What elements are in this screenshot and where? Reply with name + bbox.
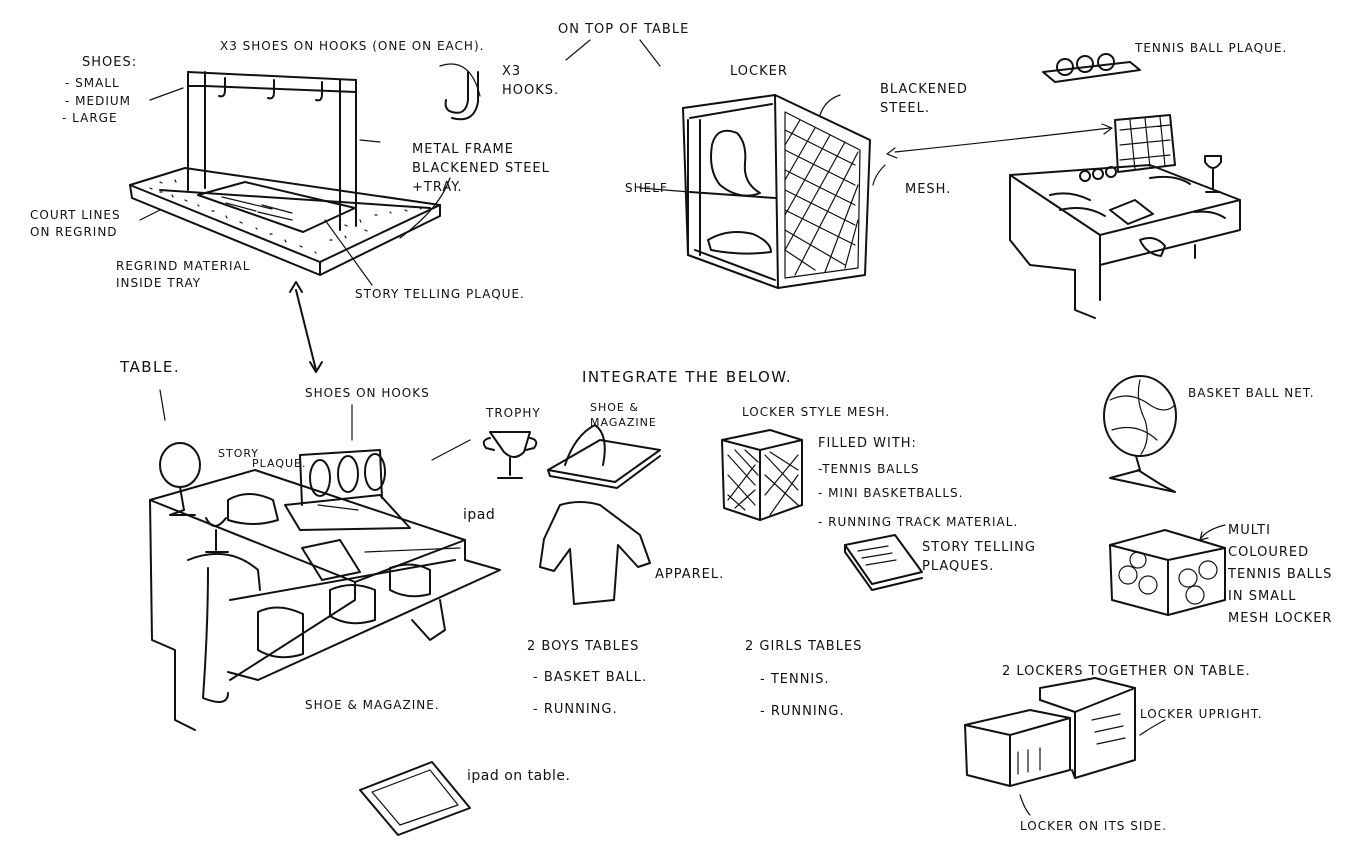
table-perspective-sketch bbox=[1009, 114, 1241, 319]
girls-tennis: - TENNIS. bbox=[760, 672, 830, 687]
shoe-magazine-item: SHOE & MAGAZINE bbox=[590, 401, 657, 429]
shoes-on-hooks: SHOES ON HOOKS bbox=[305, 386, 430, 400]
tennis-ball-plaque-sketch bbox=[1042, 53, 1141, 83]
basketball-net-label: BASKET BALL NET. bbox=[1188, 386, 1315, 400]
x3-shoes-on-hooks: X3 SHOES ON HOOKS (ONE ON EACH). bbox=[220, 39, 485, 53]
girls-tables: 2 GIRLS TABLES bbox=[745, 639, 863, 654]
mesh-locker-sketch bbox=[721, 429, 803, 521]
link-arrow bbox=[289, 281, 323, 373]
apparel-label: APPAREL. bbox=[655, 567, 725, 582]
story-plaque-line1: STORY bbox=[218, 447, 260, 460]
on-top-arrows bbox=[565, 39, 661, 67]
girls-running: - RUNNING. bbox=[760, 704, 845, 719]
shoes-heading: SHOES: bbox=[82, 55, 138, 70]
ipad-on-table-label: ipad on table. bbox=[467, 768, 571, 784]
trophy-sketch bbox=[482, 431, 538, 479]
boys-running: - RUNNING. bbox=[533, 702, 618, 717]
blackened-steel: BLACKENED STEEL. bbox=[880, 82, 968, 116]
tennis-ball-locker-sketch bbox=[1109, 524, 1226, 616]
metal-frame: METAL FRAME BLACKENED STEEL +TRAY. bbox=[412, 142, 550, 195]
ipad-label: ipad bbox=[463, 507, 496, 523]
main-table-sketch bbox=[149, 389, 501, 731]
court-lines: COURT LINES ON REGRIND bbox=[30, 208, 121, 239]
hook-sketch bbox=[444, 71, 479, 121]
filled-basketballs: - MINI BASKETBALLS. bbox=[818, 486, 964, 500]
shoe-magazine-bottom: SHOE & MAGAZINE. bbox=[305, 698, 440, 712]
shoe-magazine-sketch bbox=[547, 424, 661, 489]
tennis-ball-plaque: TENNIS BALL PLAQUE. bbox=[1135, 41, 1288, 55]
two-lockers-sketch bbox=[964, 677, 1166, 816]
boys-tables: 2 BOYS TABLES bbox=[527, 639, 640, 654]
locker-title: LOCKER bbox=[730, 64, 788, 79]
filled-tennis: -TENNIS BALLS bbox=[818, 462, 920, 476]
filled-track: - RUNNING TRACK MATERIAL. bbox=[818, 515, 1019, 529]
locker-arrow bbox=[894, 127, 1111, 153]
apparel-sketch bbox=[539, 501, 651, 605]
locker-sketch bbox=[639, 94, 886, 289]
locker-upright-label: LOCKER UPRIGHT. bbox=[1140, 707, 1263, 721]
shoes-small: - SMALL bbox=[65, 76, 120, 90]
locker-style-mesh: LOCKER STYLE MESH. bbox=[742, 405, 891, 419]
story-plaque-line2: PLAQUE. bbox=[252, 457, 307, 470]
two-lockers-label: 2 LOCKERS TOGETHER ON TABLE. bbox=[1002, 664, 1251, 679]
on-top-of-table: ON TOP OF TABLE bbox=[558, 22, 690, 37]
x3-hooks: X3 HOOKS. bbox=[502, 64, 560, 98]
shoe-frame-tray-sketch bbox=[129, 63, 481, 286]
story-telling-plaques: STORY TELLING PLAQUES. bbox=[922, 540, 1036, 574]
ipad-sketch bbox=[359, 761, 471, 836]
locker-arrow-heads bbox=[886, 123, 1113, 159]
shoes-medium: - MEDIUM bbox=[65, 94, 131, 108]
shelf: SHELF bbox=[625, 181, 668, 195]
story-telling-plaque: STORY TELLING PLAQUE. bbox=[355, 287, 525, 301]
mesh: MESH. bbox=[905, 182, 952, 197]
table-title: TABLE. bbox=[120, 358, 181, 376]
shoes-large: - LARGE bbox=[62, 111, 118, 125]
integrate-the-below: INTEGRATE THE BELOW. bbox=[582, 368, 793, 386]
filled-with: FILLED WITH: bbox=[818, 436, 917, 451]
boys-basketball: - BASKET BALL. bbox=[533, 670, 648, 685]
regrind-material: REGRIND MATERIAL INSIDE TRAY bbox=[116, 259, 251, 290]
locker-on-side-label: LOCKER ON ITS SIDE. bbox=[1020, 819, 1168, 833]
multi-coloured-label: MULTI COLOURED TENNIS BALLS IN SMALL MES… bbox=[1228, 523, 1333, 626]
trophy-label: TROPHY bbox=[486, 406, 541, 420]
story-plaques-sketch bbox=[844, 534, 923, 591]
basketball-net-sketch bbox=[1103, 375, 1177, 493]
